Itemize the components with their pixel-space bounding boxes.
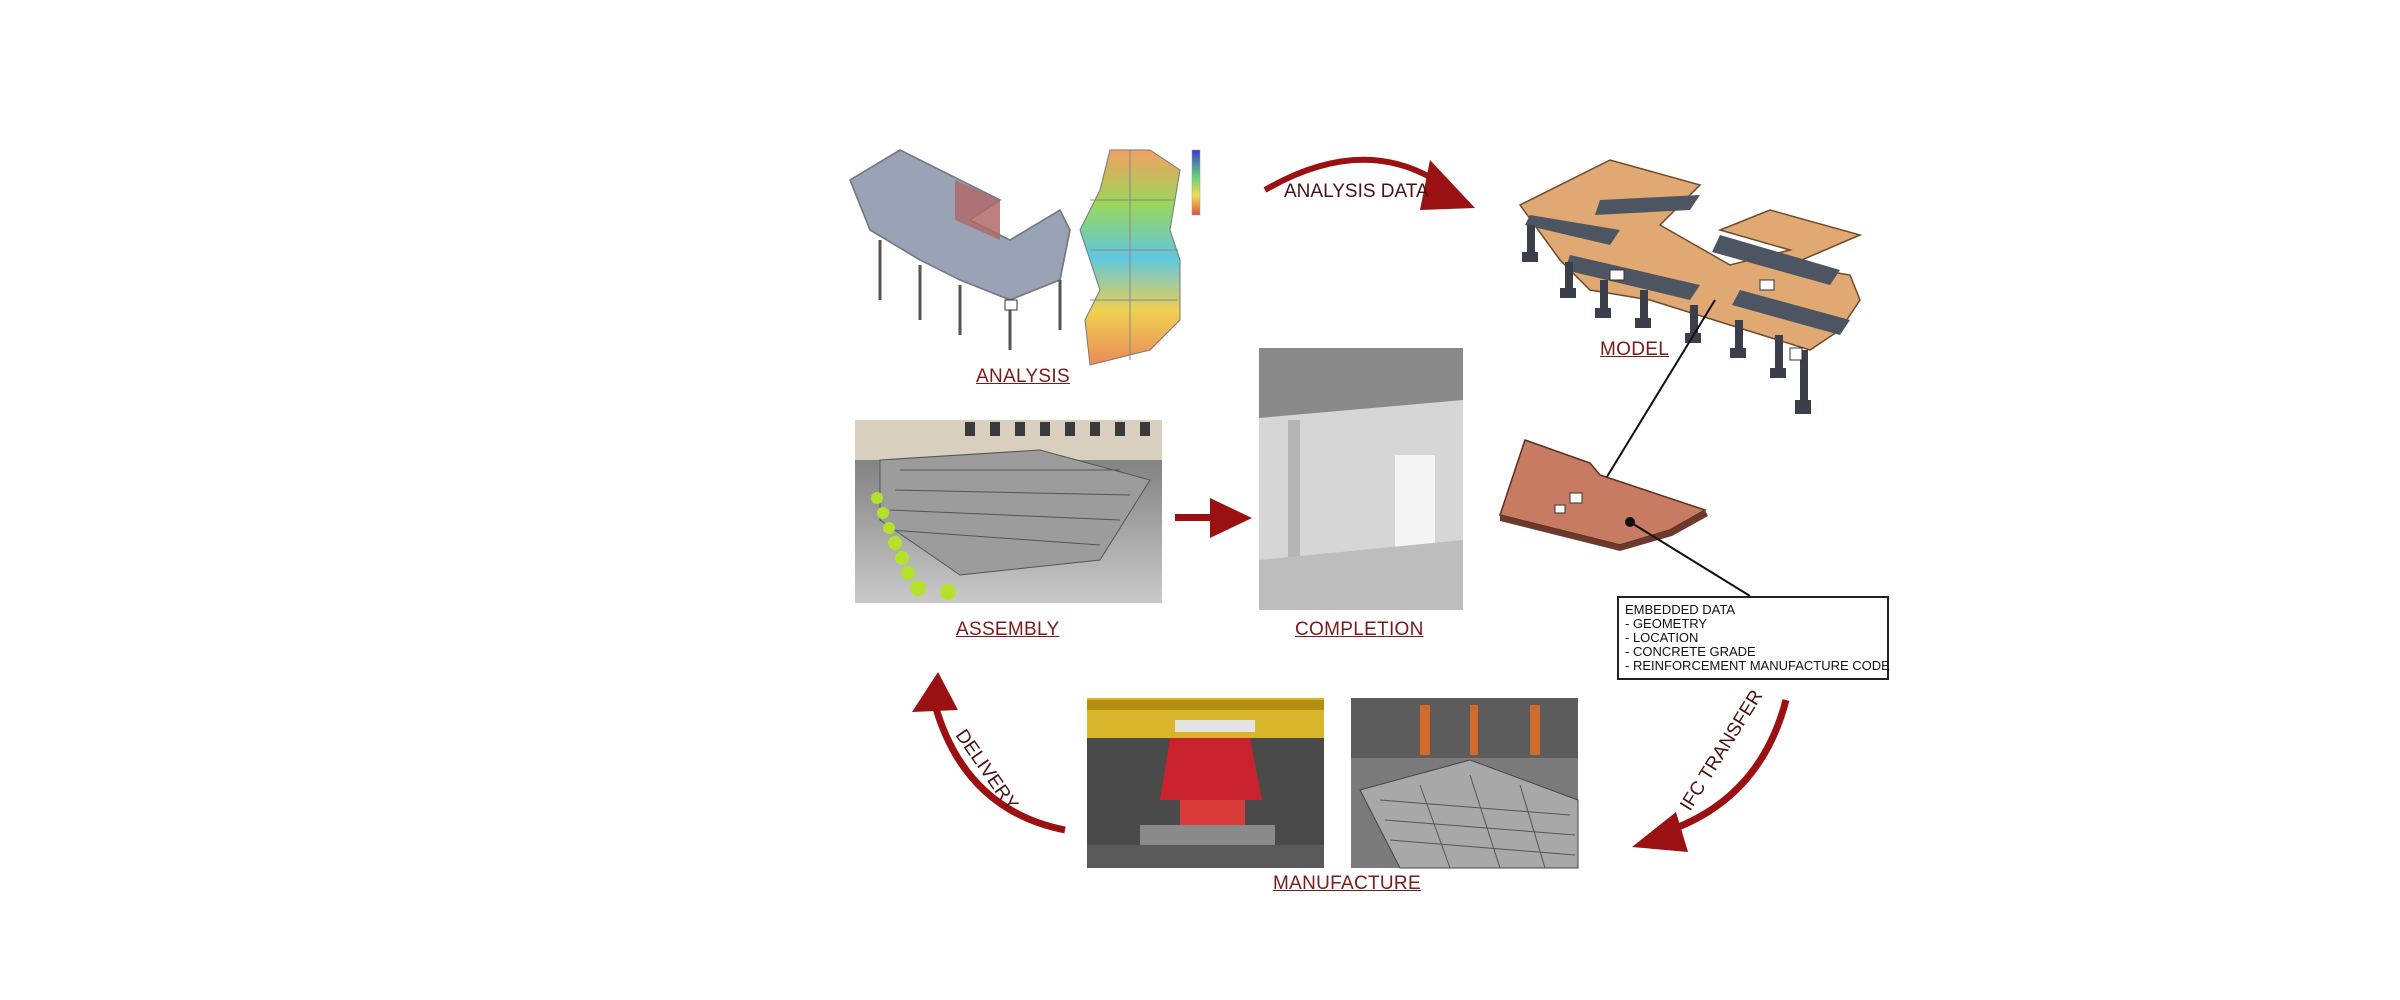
analysis-structure-image	[850, 150, 1070, 350]
model-label: MODEL	[1600, 339, 1669, 361]
analysis-data-arrow: ANALYSIS DATA	[1265, 160, 1475, 210]
embedded-data-item: - GEOMETRY	[1625, 617, 1887, 631]
delivery-arrow: DELIVERY	[912, 672, 1065, 830]
manufacture-photo-crane	[1087, 698, 1324, 868]
model-panel-connector	[1605, 300, 1715, 480]
assembly-label: ASSEMBLY	[956, 619, 1059, 641]
manufacture-label: MANUFACTURE	[1273, 873, 1421, 895]
analysis-data-label: ANALYSIS DATA	[1284, 181, 1429, 202]
embedded-data-item: - LOCATION	[1625, 631, 1887, 645]
analysis-label: ANALYSIS	[976, 366, 1070, 388]
analysis-heatmap-image	[1080, 150, 1200, 365]
ifc-transfer-arrow: IFC TRANSFER	[1632, 687, 1786, 852]
embedded-data-item: - REINFORCEMENT MANUFACTURE CODE	[1625, 659, 1887, 673]
ifc-transfer-label: IFC TRANSFER	[1676, 687, 1767, 815]
embedded-data-item: - CONCRETE GRADE	[1625, 645, 1887, 659]
embedded-data-title: EMBEDDED DATA	[1625, 603, 1887, 617]
manufacture-photo-rebar	[1351, 698, 1578, 868]
embedded-data-box: EMBEDDED DATA - GEOMETRY - LOCATION - CO…	[1617, 596, 1889, 680]
assembly-to-completion-arrow	[1175, 498, 1252, 538]
delivery-label: DELIVERY	[951, 726, 1022, 815]
panel-data-connector	[1630, 522, 1750, 596]
assembly-photo	[855, 420, 1162, 603]
completion-photo	[1259, 348, 1463, 610]
model-image	[1520, 160, 1860, 414]
slab-panel-image	[1500, 440, 1708, 551]
completion-label: COMPLETION	[1295, 619, 1424, 641]
